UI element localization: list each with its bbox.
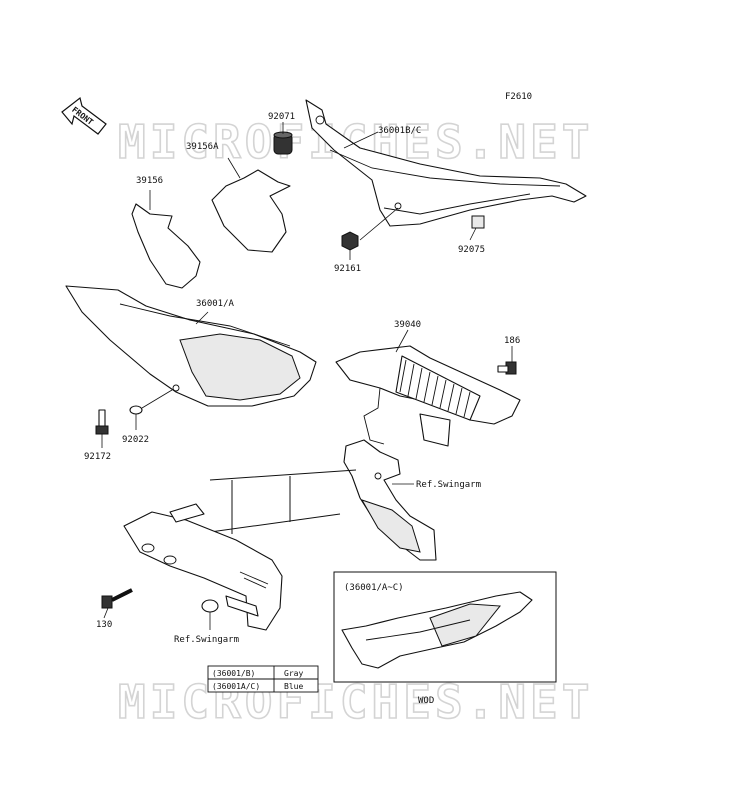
grommet-92071 <box>273 122 293 155</box>
guard-ribs <box>399 359 471 418</box>
chain-guard-39040 <box>335 329 521 447</box>
color-row-2-color: Blue <box>284 682 303 691</box>
callout-36001a: 36001/A <box>196 299 235 309</box>
callout-92161: 92161 <box>334 264 361 274</box>
bolt-130 <box>101 588 133 619</box>
ref-outline <box>195 469 357 535</box>
front-arrow-icon: FRONT <box>61 96 107 135</box>
color-row-1-color: Gray <box>284 669 303 678</box>
inset-title: (36001/A~C) <box>344 583 404 593</box>
inset-box: (36001/A~C) <box>333 571 557 683</box>
pad-39156a <box>211 157 291 253</box>
ref-swingarm-2: Ref.Swingarm <box>174 635 239 645</box>
figure-code: F2610 <box>505 92 532 102</box>
callout-92075: 92075 <box>458 245 485 255</box>
nut-92161 <box>341 207 399 260</box>
callout-186: 186 <box>504 336 520 346</box>
bolt-186 <box>497 346 517 375</box>
callout-130: 130 <box>96 620 112 630</box>
washer-92022 <box>129 389 173 430</box>
callout-39040: 39040 <box>394 320 421 330</box>
inset-caption: WOD <box>418 696 434 706</box>
washer-lower <box>201 599 219 630</box>
callout-36001bc: 36001B/C <box>378 126 421 136</box>
callout-39156: 39156 <box>136 176 163 186</box>
color-row-2-part: (36001A/C) <box>212 682 260 691</box>
color-table: (36001/B) Gray (36001A/C) Blue <box>207 665 319 693</box>
clip-92075 <box>469 215 485 241</box>
callout-39156a: 39156A <box>186 142 219 152</box>
ref-swingarm-1: Ref.Swingarm <box>416 480 481 490</box>
color-row-1-part: (36001/B) <box>212 669 255 678</box>
side-cover-36001bc <box>305 99 587 227</box>
pad-39156 <box>131 190 201 289</box>
swingarm-piece <box>123 503 283 631</box>
bolt-92172 <box>95 409 109 448</box>
side-cover-36001a <box>65 285 317 407</box>
inset-cover-drawing <box>341 591 533 669</box>
guard-bracket <box>343 439 437 561</box>
callout-92172: 92172 <box>84 452 111 462</box>
callout-92071: 92071 <box>268 112 295 122</box>
watermark-bottom: MICROFICHES.NET <box>118 675 593 729</box>
callout-92022: 92022 <box>122 435 149 445</box>
